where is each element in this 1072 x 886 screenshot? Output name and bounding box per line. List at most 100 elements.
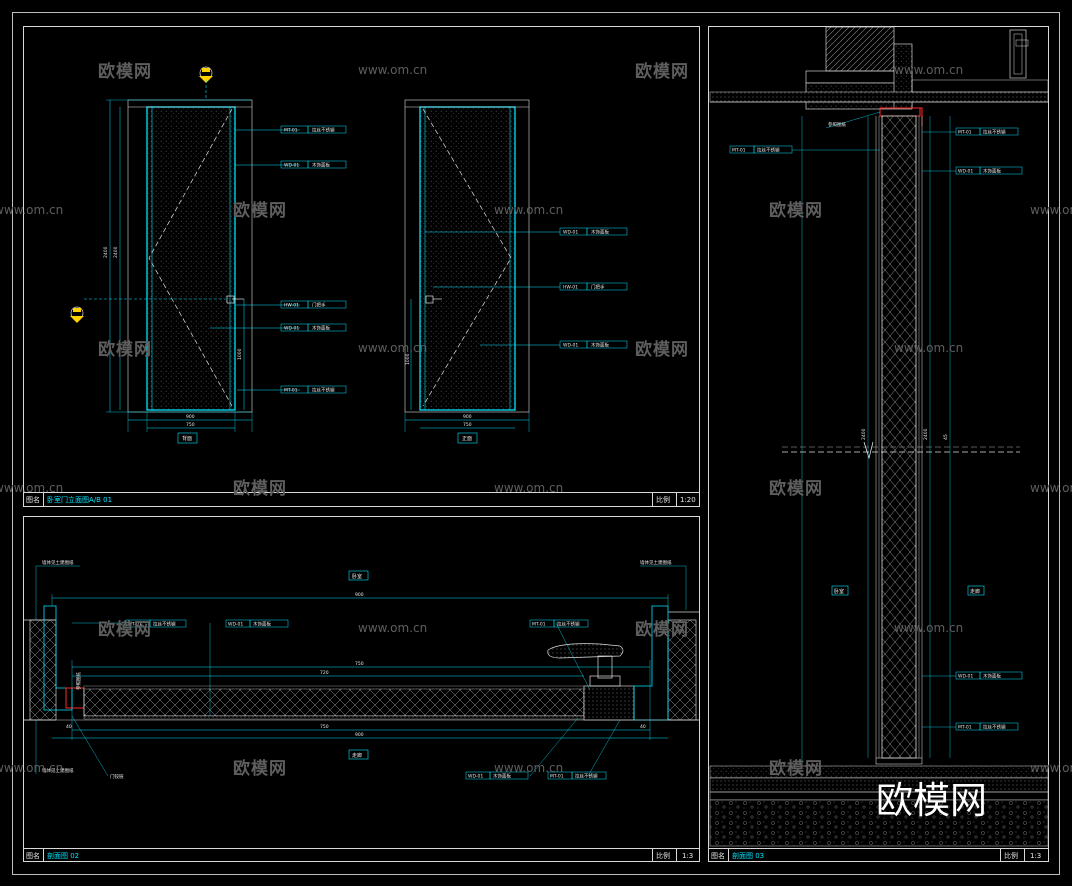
panel-3-title: 剖面图 03 — [732, 851, 764, 860]
label-name: 拉丝不锈钢 — [575, 773, 598, 780]
label-code: WD-01 — [468, 774, 483, 780]
title-prefix: 图名 — [26, 851, 40, 860]
caption-front: 背面 — [182, 435, 192, 442]
label-name: 木饰面板 — [312, 325, 330, 332]
label-name: 拉丝不锈钢 — [312, 127, 335, 134]
note-top: 参照图纸 — [828, 121, 846, 128]
caption-back: 正面 — [462, 436, 472, 442]
side-right: 走廊 — [970, 588, 980, 595]
side-bottom: 走廊 — [352, 752, 362, 759]
label-code: MT-01 — [958, 725, 972, 731]
side-top: 卧室 — [352, 573, 362, 580]
panel-1-scale-label: 比例 — [656, 495, 670, 504]
svg-text:www.om.cn: www.om.cn — [358, 63, 427, 77]
section-marker-icon — [199, 66, 213, 100]
dim-width-back: 900 — [463, 414, 472, 420]
svg-text:www.om.cn: www.om.cn — [494, 761, 563, 775]
label-name: 木饰面板 — [591, 229, 609, 236]
label-name: 门把手 — [591, 284, 605, 291]
label-code: WD-01 — [228, 622, 243, 628]
svg-text:欧模网: 欧模网 — [98, 61, 152, 82]
svg-text:欧模网: 欧模网 — [98, 339, 152, 360]
label-code: MT-01 — [284, 388, 298, 394]
label-name: 拉丝不锈钢 — [983, 129, 1006, 136]
svg-text:www.om.cn: www.om.cn — [894, 63, 963, 77]
dim-overall: 900 — [355, 592, 364, 598]
front-leaders — [210, 129, 300, 391]
svg-text:欧模网: 欧模网 — [635, 61, 689, 82]
svg-text:www.om.cn: www.om.cn — [894, 341, 963, 355]
vertical-note: 参照图纸 — [75, 672, 82, 690]
svg-text:www.om.cn: www.om.cn — [0, 203, 63, 217]
front-material-labels: MT-01 拉丝不锈钢 WD-01 木饰面板 HW-01 门把手 WD-01 木… — [280, 125, 347, 394]
label-code: WD-01 — [284, 163, 299, 169]
door-front-elevation: 2400 2400 1000 900 750 背面 — [70, 66, 300, 444]
label-code: WD-01 — [958, 169, 973, 175]
svg-text:欧模网: 欧模网 — [233, 758, 287, 779]
label-name: 木饰面板 — [983, 673, 1001, 680]
svg-text:欧模网: 欧模网 — [769, 478, 823, 499]
panel-door-elevation: 2400 2400 1000 900 750 背面 — [23, 26, 700, 507]
dim-right-gap: 40 — [640, 724, 646, 730]
panel-2-scale-label: 比例 — [656, 851, 670, 860]
side-left: 卧室 — [834, 588, 844, 595]
dim-inner: 720 — [320, 670, 329, 676]
svg-text:www.om.cn: www.om.cn — [894, 621, 963, 635]
dim-height-front: 2400 — [103, 246, 109, 258]
dim-bottom-leaf: 750 — [320, 724, 329, 730]
svg-text:www.om.cn: www.om.cn — [494, 481, 563, 495]
svg-text:www.om.cn: www.om.cn — [0, 761, 63, 775]
label-name: 木饰面板 — [493, 773, 511, 780]
svg-text:欧模网: 欧模网 — [98, 619, 152, 640]
site-logo: 欧模网 — [876, 779, 987, 822]
svg-text:www.om.cn: www.om.cn — [358, 341, 427, 355]
svg-text:www.om.cn: www.om.cn — [1030, 761, 1072, 775]
vertical-material-labels: MT-01 拉丝不锈钢 MT-01 拉丝不锈钢 WD-01 木饰面板 WD-01… — [729, 127, 1023, 731]
label-name: 木饰面板 — [312, 162, 330, 169]
label-name: 木饰面板 — [591, 342, 609, 349]
label-name: 拉丝不锈钢 — [983, 724, 1006, 731]
label-name: 木饰面板 — [253, 621, 271, 628]
svg-text:www.om.cn: www.om.cn — [0, 481, 63, 495]
label-code: MT-01 — [550, 774, 564, 780]
svg-text:www.om.cn: www.om.cn — [1030, 203, 1072, 217]
label-name: 拉丝不锈钢 — [153, 621, 176, 628]
title-prefix: 图名 — [711, 851, 725, 860]
panel-3-scale-label: 比例 — [1004, 851, 1018, 860]
label-code: HW-01 — [284, 303, 299, 309]
label-code: MT-01 — [128, 622, 142, 628]
svg-text:欧模网: 欧模网 — [233, 478, 287, 499]
label-code: WD-01 — [563, 343, 578, 349]
back-leaders — [425, 231, 560, 346]
panel-3-scale-value: 1:3 — [1030, 852, 1041, 860]
panel-2-scale-value: 1:3 — [682, 852, 693, 860]
dim-leaf-height: 2400 — [113, 246, 119, 258]
title-prefix: 图名 — [26, 495, 40, 504]
dim-leaf: 750 — [355, 661, 364, 667]
watermark-layer: 欧模网 www.om.cn 欧模网 www.om.cn www.om.cn 欧模… — [0, 61, 1072, 779]
note-left-wall: 墙体见土建图纸 — [42, 559, 74, 566]
panel-2-title: 剖面图 02 — [47, 851, 79, 860]
label-code: WD-01 — [563, 230, 578, 236]
back-material-labels: WD-01 木饰面板 HW-01 门把手 WD-01 木饰面板 — [559, 227, 628, 349]
svg-text:欧模网: 欧模网 — [635, 619, 689, 640]
svg-text:欧模网: 欧模网 — [769, 758, 823, 779]
dim-height-left: 2400 — [861, 428, 867, 440]
dim-width-front: 900 — [186, 414, 195, 420]
label-code: WD-01 — [284, 326, 299, 332]
dim-height-right: 2400 — [923, 428, 929, 440]
panel-1-scale-value: 1:20 — [680, 496, 696, 504]
panel-horizontal-section: 900 720 750 750 900 40 40 卧室 走廊 墙体见土建图纸 … — [23, 516, 700, 862]
svg-text:欧模网: 欧模网 — [635, 339, 689, 360]
svg-text:www.om.cn: www.om.cn — [1030, 481, 1072, 495]
panel-1-title: 卧室门立面图A/B 01 — [47, 495, 112, 504]
label-code: MT-01 — [732, 148, 746, 154]
note-bottom-wall: 墙体见土建图纸 — [42, 767, 74, 774]
dim-bottom-overall: 900 — [355, 732, 364, 738]
dim-leaf-front: 750 — [186, 422, 195, 428]
svg-text:www.om.cn: www.om.cn — [494, 203, 563, 217]
label-name: 拉丝不锈钢 — [557, 621, 580, 628]
note-hinge: 门铰链 — [110, 773, 124, 780]
section-material-labels: MT-01 拉丝不锈钢 WD-01 木饰面板 MT-01 拉丝不锈钢 WD-01… — [72, 619, 621, 780]
door-handle-icon — [547, 643, 624, 687]
